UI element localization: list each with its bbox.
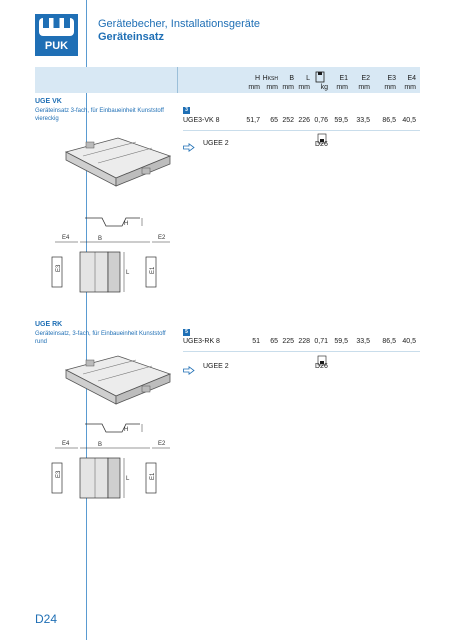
dim-label-b: B bbox=[98, 236, 102, 242]
product-code: UGE3-RK 8 bbox=[183, 338, 220, 345]
dim-label-l: L bbox=[126, 270, 130, 276]
dim-label-h: H bbox=[124, 427, 128, 433]
col-unit-hksh: mm bbox=[266, 84, 278, 91]
dim-label-e1: E1 bbox=[150, 266, 156, 274]
value-e2: 33,5 bbox=[356, 117, 370, 124]
dim-label-e4: E4 bbox=[62, 441, 70, 447]
dimension-drawing-rk: H B E4 E2 E3 L E1 bbox=[40, 418, 175, 513]
value-b: 252 bbox=[282, 117, 294, 124]
value-weight: 0,71 bbox=[314, 338, 328, 345]
section-description: Geräteinsatz, 3-fach, für Einbaueinheit … bbox=[35, 331, 166, 345]
col-unit-weight: kg bbox=[320, 84, 328, 91]
col-unit-e3: mm bbox=[384, 84, 396, 91]
logo-text: PUK bbox=[45, 40, 68, 52]
accessory-ref[interactable]: D26 bbox=[315, 141, 328, 148]
row-separator bbox=[183, 351, 420, 352]
value-e4: 40,5 bbox=[402, 117, 416, 124]
value-weight: 0,76 bbox=[314, 117, 328, 124]
product-code: UGE3-VK 8 bbox=[183, 117, 220, 124]
value-e3: 86,5 bbox=[382, 338, 396, 345]
col-unit-e2: mm bbox=[358, 84, 370, 91]
col-unit-h: mm bbox=[248, 84, 260, 91]
col-header-h: H bbox=[254, 75, 260, 82]
accessory-ref[interactable]: D26 bbox=[315, 363, 328, 370]
col-unit-e4: mm bbox=[404, 84, 416, 91]
col-header-b: B bbox=[289, 75, 294, 82]
value-e1: 59,5 bbox=[334, 117, 348, 124]
col-header-e4: E4 bbox=[407, 75, 416, 82]
product-photo-vk bbox=[58, 130, 176, 190]
dim-label-e2: E2 bbox=[158, 441, 166, 447]
dimension-drawing-vk: H B E4 E2 E3 L E1 bbox=[40, 212, 175, 307]
col-header-hksh: HKSH bbox=[262, 75, 278, 82]
col-header-l: L bbox=[306, 75, 310, 82]
col-header-e2: E2 bbox=[361, 75, 370, 82]
value-l: 228 bbox=[298, 338, 310, 345]
row-separator bbox=[183, 130, 420, 131]
value-h: 51,7 bbox=[246, 117, 260, 124]
arrow-icon bbox=[183, 139, 195, 152]
value-b: 225 bbox=[282, 338, 294, 345]
section-title: UGE VK bbox=[35, 98, 62, 105]
col-unit-b: mm bbox=[282, 84, 294, 91]
page-subtitle: Geräteinsatz bbox=[98, 31, 165, 43]
accessory-label[interactable]: UGEE 2 bbox=[203, 140, 229, 147]
value-hksh: 65 bbox=[270, 338, 278, 345]
product-badge: 3 bbox=[183, 107, 190, 114]
section-title: UGE RK bbox=[35, 321, 63, 328]
accessory-box-icon bbox=[317, 353, 327, 366]
dim-label-e4: E4 bbox=[62, 235, 70, 241]
dim-label-e3: E3 bbox=[56, 470, 62, 478]
value-e1: 59,5 bbox=[334, 338, 348, 345]
page-number: D24 bbox=[35, 612, 58, 626]
table-header-band bbox=[35, 67, 420, 93]
col-header-e3: E3 bbox=[387, 75, 396, 82]
section-description: Geräteinsatz 3-fach, für Einbaueinheit K… bbox=[35, 108, 164, 122]
col-unit-e1: mm bbox=[336, 84, 348, 91]
value-h: 51 bbox=[252, 338, 260, 345]
value-e4: 40,5 bbox=[402, 338, 416, 345]
product-badge: 5 bbox=[183, 329, 190, 336]
product-photo-rk bbox=[58, 348, 176, 408]
dim-label-l: L bbox=[126, 476, 130, 482]
accessory-label[interactable]: UGEE 2 bbox=[203, 363, 229, 370]
dim-label-e2: E2 bbox=[158, 235, 166, 241]
value-l: 226 bbox=[298, 117, 310, 124]
dim-label-h: H bbox=[124, 221, 128, 227]
value-e3: 86,5 bbox=[382, 117, 396, 124]
table-header-divider bbox=[177, 67, 178, 93]
col-unit-l: mm bbox=[298, 84, 310, 91]
weight-icon bbox=[315, 70, 325, 83]
value-e2: 33,5 bbox=[356, 338, 370, 345]
vertical-divider bbox=[86, 0, 87, 640]
puk-logo: PUK bbox=[35, 14, 78, 56]
value-hksh: 65 bbox=[270, 117, 278, 124]
dim-label-e1: E1 bbox=[150, 472, 156, 480]
puk-logo-graphic: PUK bbox=[35, 14, 78, 56]
page-title: Gerätebecher, Installationsgeräte bbox=[98, 18, 261, 30]
accessory-box-icon bbox=[317, 131, 327, 144]
dim-label-b: B bbox=[98, 442, 102, 448]
col-header-e1: E1 bbox=[339, 75, 348, 82]
dim-label-e3: E3 bbox=[56, 264, 62, 272]
arrow-icon bbox=[183, 362, 195, 375]
